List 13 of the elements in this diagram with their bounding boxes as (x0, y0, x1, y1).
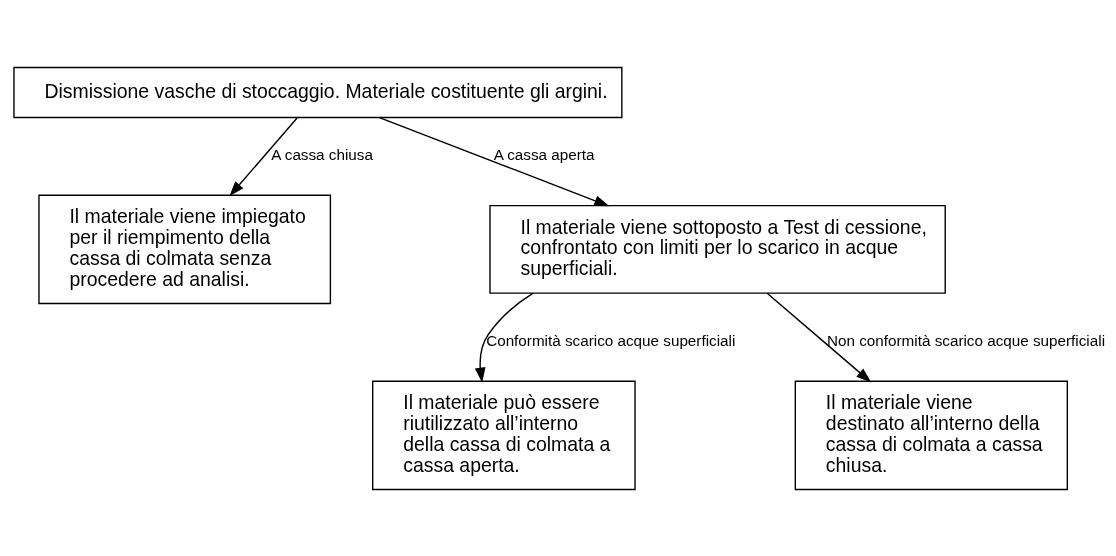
edge-label: Non conformità scarico acque superficiali (827, 331, 1106, 349)
edge-label: Conformità scarico acque superficiali (486, 331, 736, 349)
arrow (474, 292, 534, 383)
arrow (229, 116, 298, 196)
node-box: Il materiale può essere riutilizzato all’interno della cassa di colmata a cassa aperta. (372, 380, 636, 490)
arrow (378, 116, 610, 206)
node-box: Dismissione vasche di stoccaggio. Materiale costituente gli argini. (13, 66, 623, 118)
edge-label: A cassa chiusa (271, 145, 373, 163)
node-box: Il materiale viene impiegato per il riempimento della cassa di colmata senza procedere ad analisi. (38, 194, 332, 304)
edge-label: A cassa aperta (493, 145, 595, 163)
node-box: Il materiale viene sottoposto a Test di cessione, confrontato con limiti per lo scarico in acque superficiali. (489, 204, 946, 294)
node-box: Il materiale viene destinato all’interno della cassa di colmata a cassa chiusa. (794, 380, 1069, 490)
arrow (766, 292, 872, 383)
